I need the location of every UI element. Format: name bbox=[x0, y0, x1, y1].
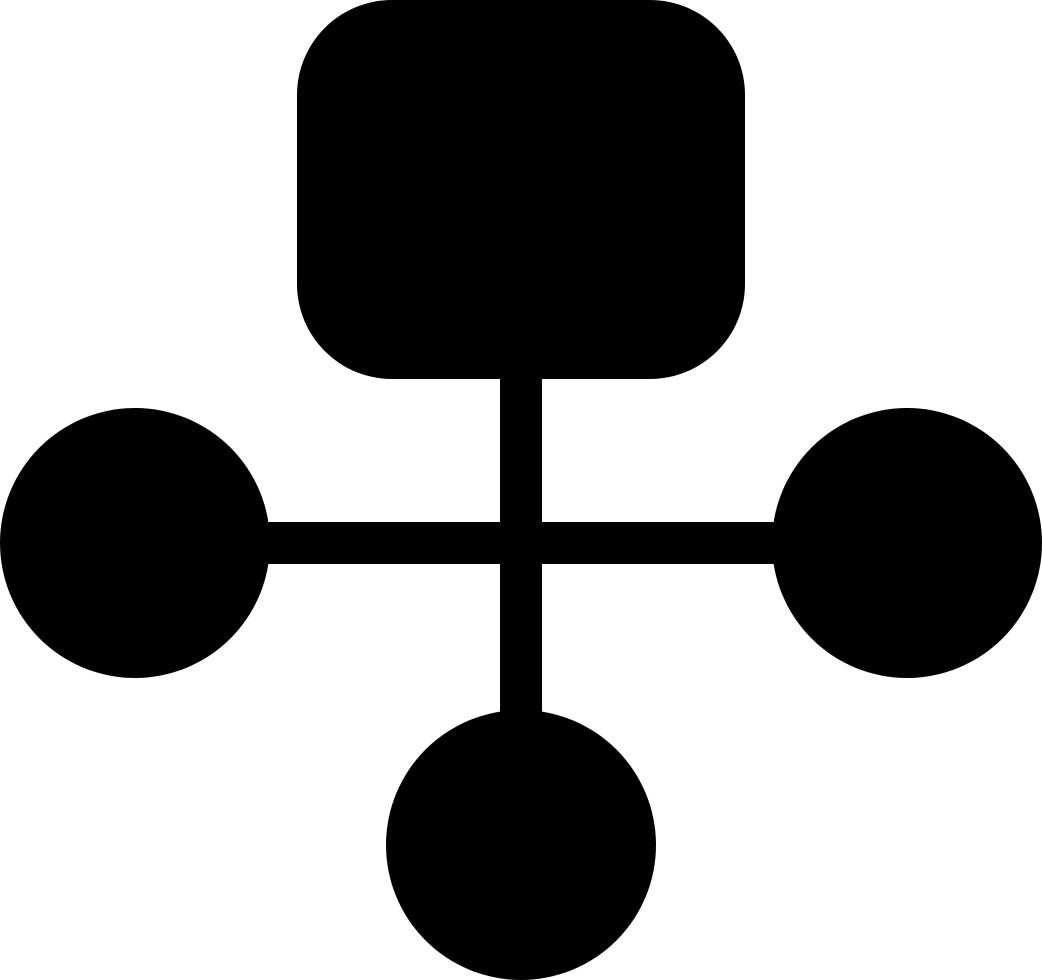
horizontal-connector bbox=[200, 522, 842, 564]
right-circle-node bbox=[772, 408, 1042, 678]
left-circle-node bbox=[0, 408, 270, 678]
bottom-circle-node bbox=[386, 710, 656, 980]
top-box-node bbox=[297, 0, 745, 379]
